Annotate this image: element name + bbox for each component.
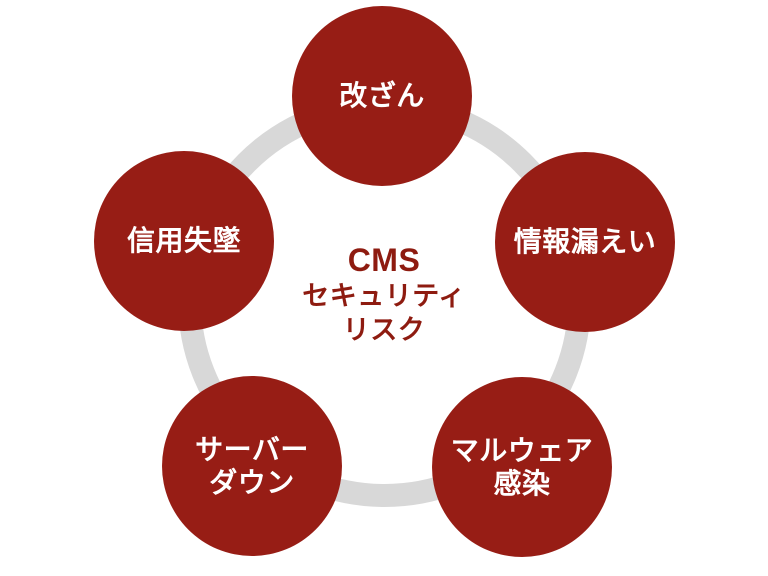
node-tampering: 改ざん [292,6,472,186]
node-credibility-loss-label: 信用失墜 [126,225,241,257]
node-server-down: サーバー ダウン [162,376,342,556]
node-information-leak-label: 情報漏えい [513,226,657,258]
node-malware-infection-label-line2: 感染 [493,468,551,499]
node-server-down-label-line2: ダウン [209,467,295,498]
diagram-title-line-security: セキュリティ [302,281,466,311]
node-credibility-loss: 信用失墜 [94,151,274,331]
node-server-down-label-line1: サーバー [195,433,309,465]
diagram-title-line-risk: リスク [342,315,426,345]
diagram-title: CMS セキュリティ リスク [264,241,504,347]
node-tampering-label: 改ざん [339,80,425,112]
diagram-title-line-cms: CMS [347,242,421,278]
node-malware-infection: マルウェア 感染 [432,377,612,557]
node-malware-infection-label-line1: マルウェア [450,434,594,466]
node-information-leak: 情報漏えい [495,152,675,332]
